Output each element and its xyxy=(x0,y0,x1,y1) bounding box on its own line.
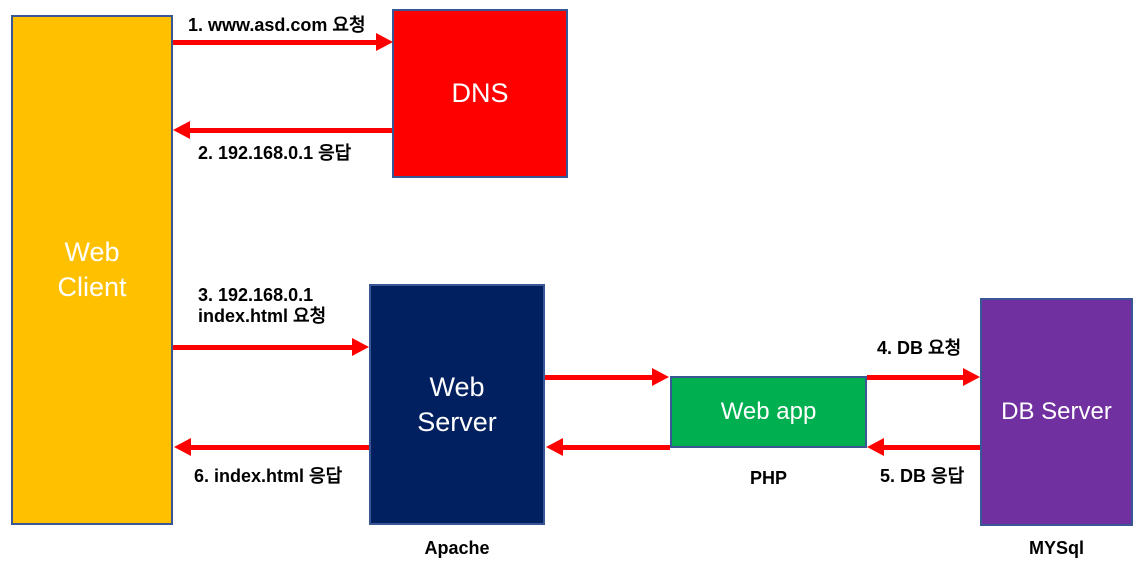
arrow-step5-line xyxy=(882,445,980,450)
arrow-step6-head xyxy=(174,438,191,456)
arrow-step4-head xyxy=(963,368,980,386)
arrow-step1-label: 1. www.asd.com 요청 xyxy=(188,15,366,35)
web-app-caption-php: PHP xyxy=(749,468,787,488)
arrow-step6-label: 6. index.html 응답 xyxy=(194,466,343,486)
node-dns: DNS xyxy=(392,9,568,178)
arrow-step3-label-line2: index.html 요청 xyxy=(198,306,327,326)
arrow-step2-label: 2. 192.168.0.1 응답 xyxy=(198,143,352,163)
arrow-step3-label-line1: 3. 192.168.0.1 xyxy=(198,285,314,305)
node-web-app: Web app xyxy=(670,376,867,448)
web-server-caption-apache: Apache xyxy=(424,538,490,558)
db-server-label: DB Server xyxy=(1001,398,1112,425)
arrow-step3-line xyxy=(173,345,353,350)
arrow-step5-label: 5. DB 응답 xyxy=(880,466,965,486)
arrow-step3-label: 3. 192.168.0.1 index.html 요청 xyxy=(198,285,326,327)
web-server-label-line2: Server xyxy=(417,406,497,437)
arrow-step2-line xyxy=(188,128,392,133)
arrow-server-to-app-head xyxy=(652,368,669,386)
node-web-server: Web Server xyxy=(369,284,545,525)
web-client-label-line2: Client xyxy=(57,272,127,302)
web-server-label-line1: Web xyxy=(429,371,485,402)
arrow-server-to-app-line xyxy=(545,375,653,380)
web-client-label-line1: Web xyxy=(64,237,120,267)
arrow-app-to-server-head xyxy=(546,438,563,456)
arrow-step4-line xyxy=(867,375,964,380)
node-db-server: DB Server xyxy=(980,298,1133,526)
arrow-step6-line xyxy=(189,445,369,450)
arrow-step1-line xyxy=(173,40,377,45)
arrow-step5-head xyxy=(867,438,884,456)
arrow-step2-head xyxy=(173,121,190,139)
arrow-app-to-server-line xyxy=(561,445,670,450)
arrow-step1-head xyxy=(376,33,393,51)
dns-label: DNS xyxy=(451,78,509,108)
arrow-step4-label: 4. DB 요청 xyxy=(877,338,962,358)
web-app-label: Web app xyxy=(720,398,817,425)
node-web-client: Web Client xyxy=(11,15,173,525)
arrow-step3-head xyxy=(352,338,369,356)
db-server-caption-mysql: MYSql xyxy=(1028,538,1084,558)
